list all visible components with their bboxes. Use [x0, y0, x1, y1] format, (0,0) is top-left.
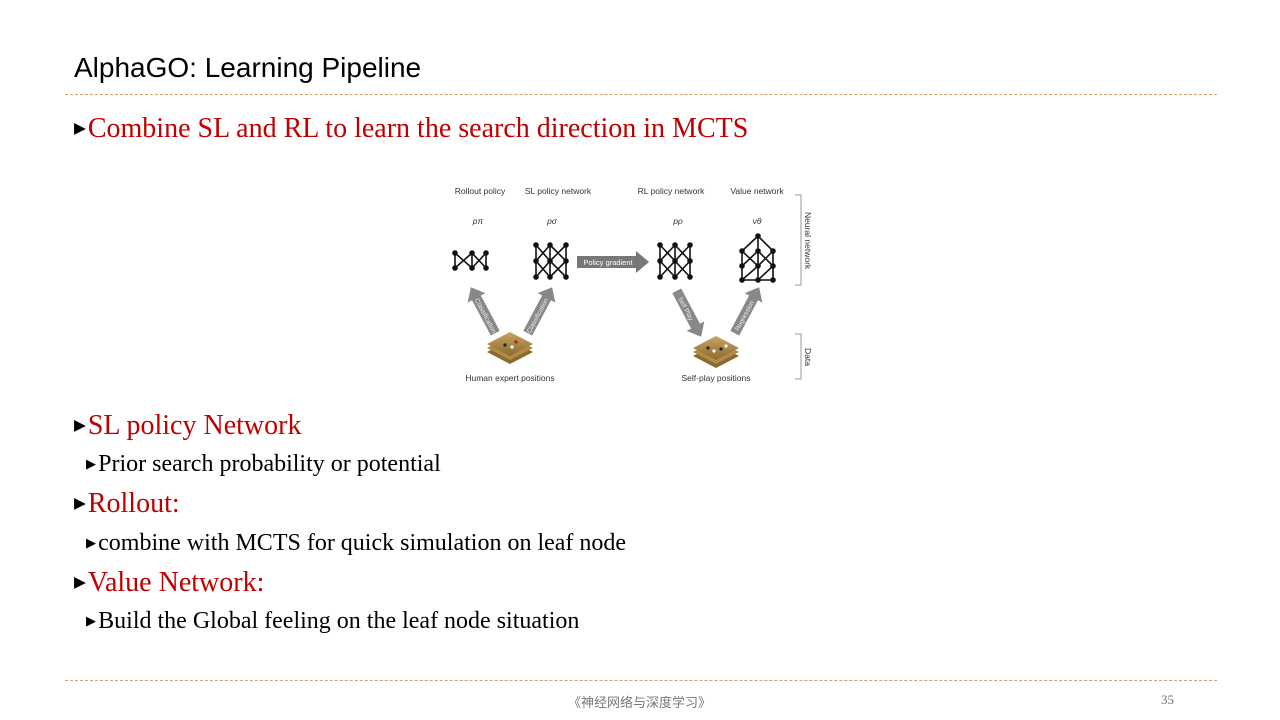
human-positions-label: Human expert positions [465, 373, 554, 383]
bullet-rollout: ▶Rollout: [74, 488, 180, 520]
bullet-icon: ▶ [86, 455, 97, 471]
footer-book-title: 《神经网络与深度学习》 [568, 695, 712, 710]
title-divider [65, 94, 1217, 95]
selfplay-positions-label: Self-play positions [682, 373, 751, 383]
classification-right-label: Classification [526, 297, 550, 334]
classification-left-arrow: Classification [467, 287, 500, 336]
subbullet-value-network: ▶Build the Global feeling on the leaf no… [86, 608, 579, 635]
policy-gradient-label: Policy gradient [583, 258, 633, 267]
value-network-icon [739, 233, 776, 283]
sl-network-icon [533, 242, 569, 280]
rl-network-icon [657, 242, 693, 280]
p-rho-label: pρ [672, 216, 683, 226]
data-label: Data [803, 348, 813, 366]
regression-arrow: Regression [730, 287, 763, 336]
policy-gradient-arrow [577, 251, 649, 273]
bullet-icon: ▶ [74, 120, 86, 138]
bracket-icon [795, 194, 802, 380]
footer-divider [65, 680, 1217, 681]
sl-policy-label: SL policy network [525, 186, 592, 196]
classification-left-label: Classification [473, 297, 497, 334]
bullet-text: combine with MCTS for quick simulation o… [98, 530, 627, 556]
bullet-icon: ▶ [86, 534, 97, 550]
bullet-icon: ▶ [74, 495, 86, 513]
bullet-text: Value Network: [87, 567, 265, 598]
bullet-icon: ▶ [74, 417, 86, 435]
value-network-label: Value network [730, 186, 784, 196]
subbullet-sl-policy: ▶Prior search probability or potential [86, 451, 441, 478]
v-theta-label: vθ [753, 216, 762, 226]
rollout-policy-label: Rollout policy [455, 186, 506, 196]
rl-policy-label: RL policy network [638, 186, 706, 196]
p-sigma-label: pσ [546, 216, 558, 226]
bullet-value-network: ▶Value Network: [74, 567, 264, 599]
bullet-text: Prior search probability or potential [98, 451, 441, 477]
go-board-selfplay-icon [693, 336, 739, 368]
bullet-sl-policy: ▶SL policy Network [74, 410, 301, 442]
classification-right-arrow: Classification [523, 287, 556, 336]
bullet-text: Build the Global feeling on the leaf nod… [98, 608, 580, 634]
go-board-human-icon [487, 332, 533, 364]
bullet-main: ▶Combine SL and RL to learn the search d… [74, 113, 748, 145]
self-play-arrow: Self Play [672, 288, 705, 337]
subbullet-rollout: ▶combine with MCTS for quick simulation … [86, 530, 626, 557]
bullet-text: Rollout: [87, 488, 180, 519]
slide-title: AlphaGO: Learning Pipeline [74, 52, 422, 83]
neural-network-label: Neural network [803, 212, 813, 270]
bullet-icon: ▶ [86, 612, 97, 628]
p-pi-label: pπ [472, 216, 484, 226]
bullet-text: Combine SL and RL to learn the search di… [87, 113, 749, 144]
rollout-network-icon [452, 250, 489, 271]
page-number: 35 [1161, 692, 1174, 707]
bullet-text: SL policy Network [87, 410, 302, 441]
bullet-icon: ▶ [74, 574, 86, 592]
